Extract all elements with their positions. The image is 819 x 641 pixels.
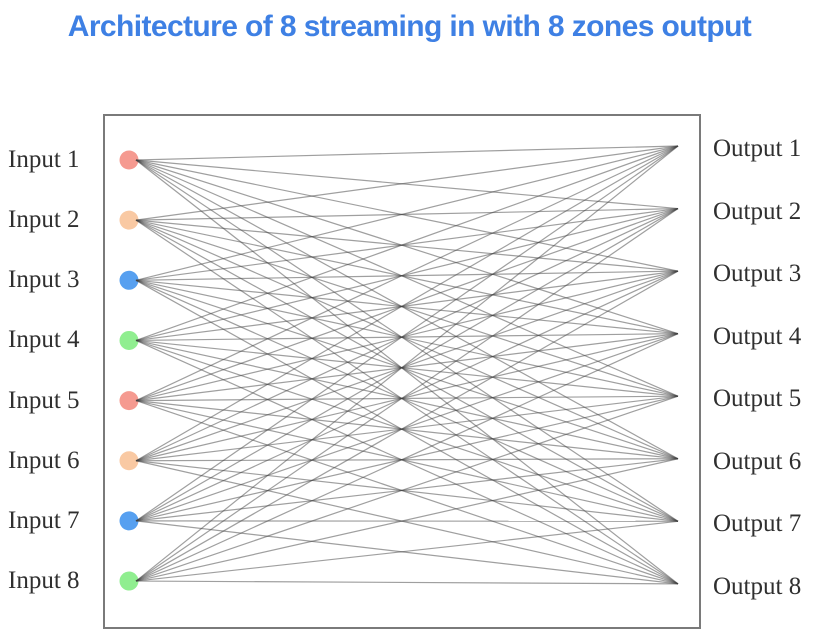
output-label: Output 7 — [713, 510, 802, 538]
input-label: Input 1 — [8, 146, 80, 173]
output-label: Output 6 — [713, 447, 802, 475]
input-label: Input 4 — [8, 326, 80, 354]
input-label: Input 3 — [8, 266, 80, 294]
output-label: Output 8 — [713, 572, 802, 600]
input-label: Input 5 — [8, 386, 80, 414]
output-label: Output 1 — [713, 135, 802, 162]
output-label: Output 3 — [713, 260, 802, 288]
output-label: Output 2 — [713, 197, 802, 225]
input-label: Input 6 — [8, 446, 80, 474]
output-label: Output 4 — [713, 322, 802, 350]
input-label: Input 8 — [8, 567, 80, 595]
input-label: Input 2 — [8, 206, 80, 234]
diagram-frame — [103, 114, 701, 629]
input-label: Input 7 — [8, 506, 80, 534]
output-label: Output 5 — [713, 385, 802, 413]
page-title: Architecture of 8 streaming in with 8 zo… — [67, 10, 752, 43]
